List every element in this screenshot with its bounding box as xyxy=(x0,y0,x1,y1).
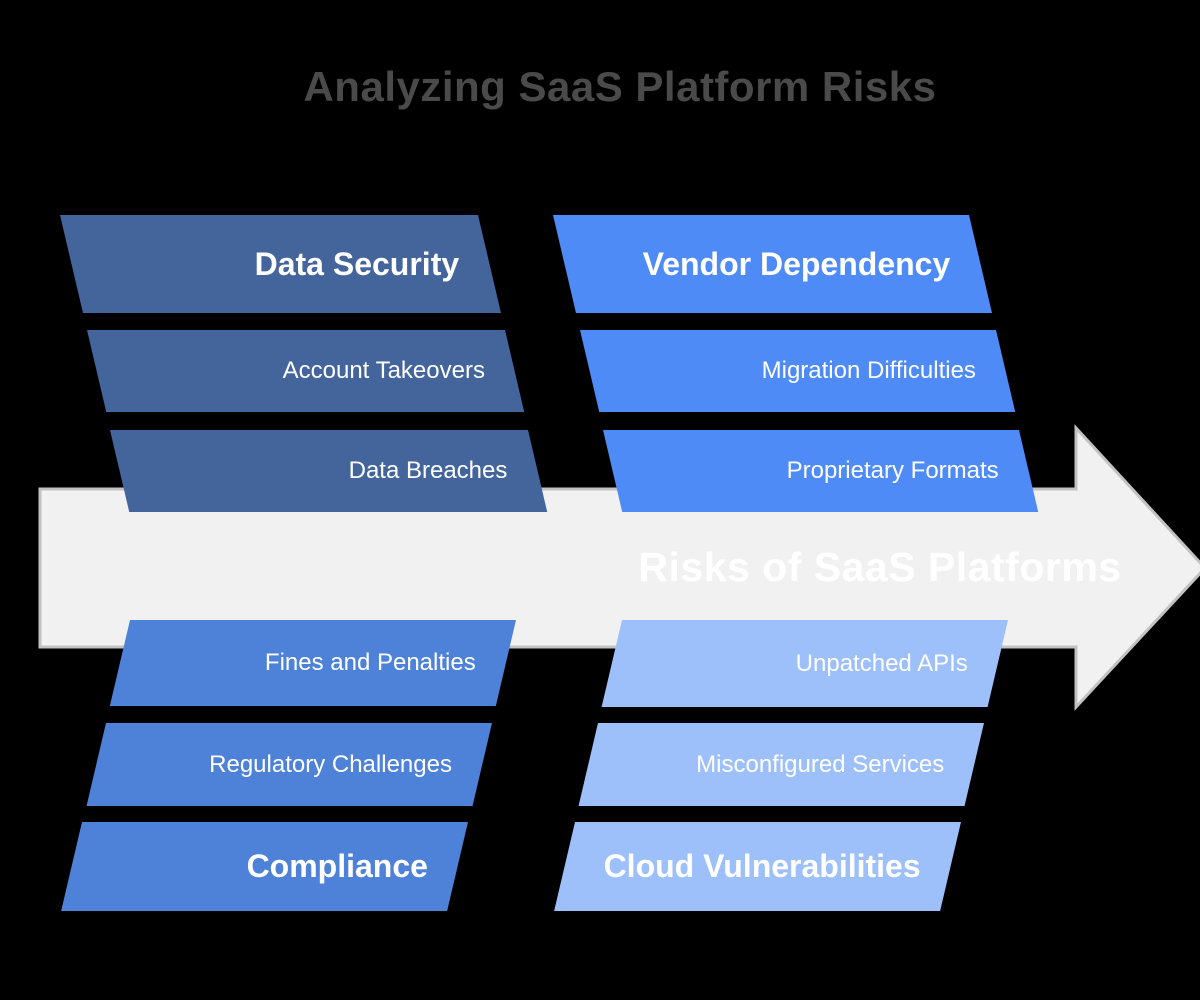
bar-label: Compliance xyxy=(246,848,428,884)
bar-regulatory-challenges: Regulatory Challenges xyxy=(86,723,492,806)
bar-fines-and-penalties: Fines and Penalties xyxy=(109,620,516,706)
bar-unpatched-apis: Unpatched APIs xyxy=(601,620,1008,707)
bar-label: Proprietary Formats xyxy=(786,457,999,484)
bar-label: Fines and Penalties xyxy=(265,649,476,676)
bar-proprietary-formats: Proprietary Formats xyxy=(603,430,1039,512)
bar-misconfigured-services: Misconfigured Services xyxy=(578,723,984,806)
bar-label: Data Breaches xyxy=(348,457,508,484)
bar-data-breaches: Data Breaches xyxy=(110,430,548,512)
arrow-label: Risks of SaaS Platforms xyxy=(638,544,1122,590)
bar-data-security: Data Security xyxy=(60,215,501,313)
bar-label: Vendor Dependency xyxy=(642,245,951,282)
bar-compliance: Compliance xyxy=(61,822,468,911)
diagram-title: Analyzing SaaS Platform Risks xyxy=(303,63,937,110)
bar-migration-difficulties: Migration Difficulties xyxy=(580,330,1016,412)
bar-label: Cloud Vulnerabilities xyxy=(603,848,921,884)
bar-account-takeovers: Account Takeovers xyxy=(87,330,525,412)
bar-vendor-dependency: Vendor Dependency xyxy=(553,215,992,313)
bar-label: Misconfigured Services xyxy=(696,750,945,778)
bar-label: Account Takeovers xyxy=(282,357,485,384)
bar-label: Data Security xyxy=(254,245,460,282)
bar-label: Regulatory Challenges xyxy=(209,750,453,778)
bar-label: Unpatched APIs xyxy=(795,649,968,677)
bar-cloud-vulnerabilities: Cloud Vulnerabilities xyxy=(554,822,961,911)
bar-label: Migration Difficulties xyxy=(761,357,976,384)
